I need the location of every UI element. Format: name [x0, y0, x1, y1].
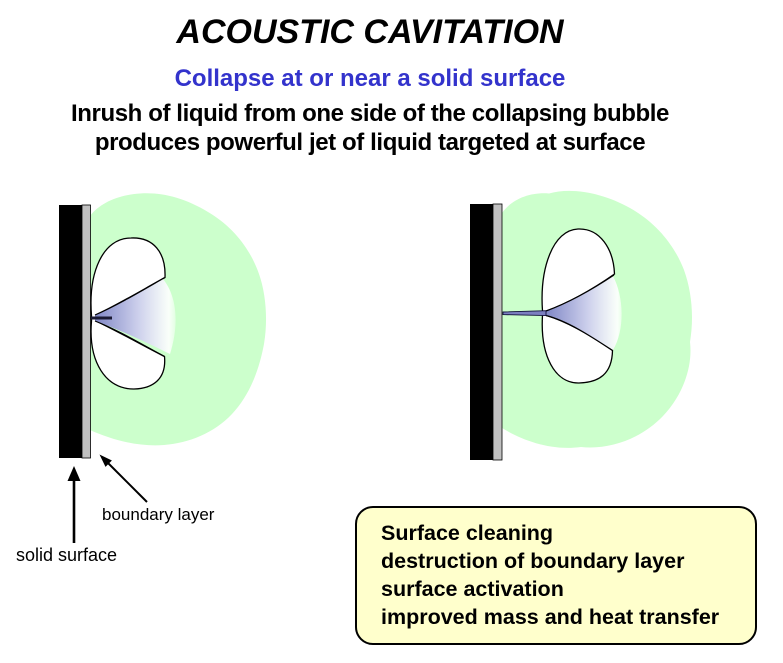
jet-funnel-right [546, 276, 622, 350]
solid-surface-bar-left [59, 205, 82, 458]
boundary-layer-arrow [99, 454, 148, 503]
jet-funnel-left-bottom-edge [94, 320, 165, 358]
effects-box: Surface cleaning destruction of boundary… [355, 506, 757, 645]
effects-box-line: improved mass and heat transfer [381, 605, 720, 629]
jet-funnel-left [95, 279, 176, 354]
jet-funnel-left-top-edge [94, 277, 165, 316]
slide-subtitle: Collapse at or near a solid surface [174, 65, 566, 92]
effects-box-line: Surface cleaning [381, 521, 554, 545]
solid-surface-label: solid surface [16, 545, 118, 565]
boundary-layer-strip-left [81, 204, 91, 459]
panel-collapse-at-surface [59, 193, 267, 459]
page-title: ACOUSTIC CAVITATION [176, 13, 564, 51]
jet-funnel-right-bottom-edge [545, 314, 613, 352]
body-text-line2: produces powerful jet of liquid targeted… [94, 129, 646, 156]
solid-surface-arrow [67, 466, 81, 543]
boundary-layer-label: boundary layer [102, 505, 215, 524]
jet-tip-line-right [502, 310, 547, 317]
effects-box-line: destruction of boundary layer [381, 549, 685, 573]
panel-collapse-near-surface [470, 190, 692, 461]
body-text-line1: Inrush of liquid from one side of the co… [70, 100, 669, 127]
jet-funnel-right-top-edge [545, 274, 615, 312]
solid-surface-bar-right [470, 204, 493, 460]
boundary-layer-strip-right [492, 203, 503, 461]
effects-box-line: surface activation [381, 577, 564, 601]
